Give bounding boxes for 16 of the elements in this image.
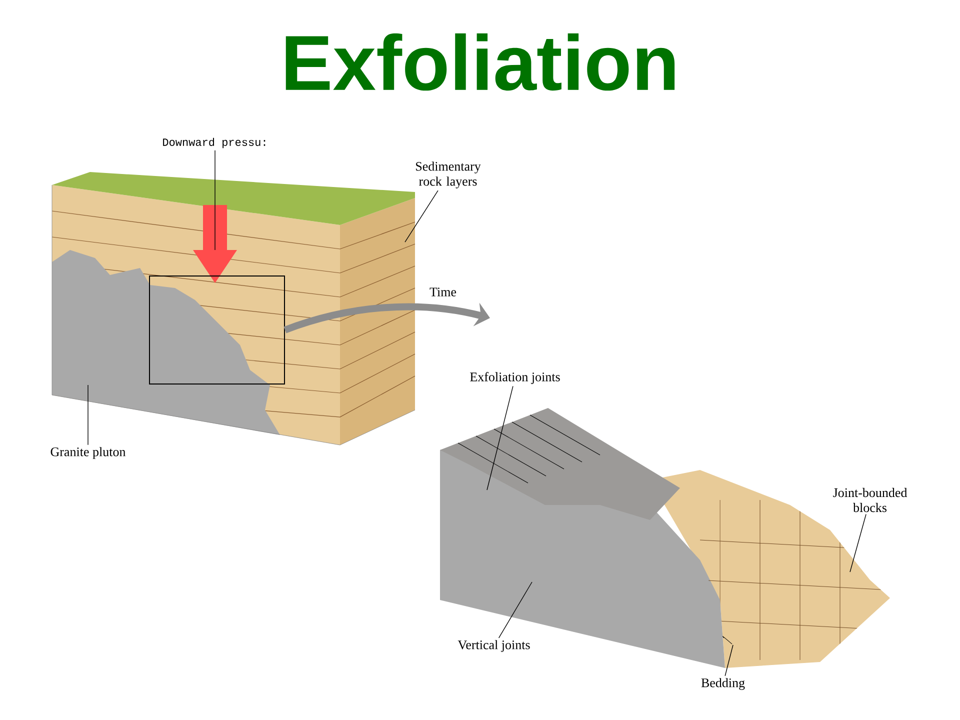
detail-frame [149,276,285,384]
part-label: Granite pluton [50,447,126,459]
part-label: Bedding [701,678,745,690]
title: Exfoliation [286,33,675,91]
part-label: Sedimentary rock layers [416,162,481,188]
leader-line [850,514,866,572]
part-label: Exfoliation joints [470,372,560,384]
part-label: Downward pressu: [163,138,266,148]
part-label: Joint-bounded blocks [833,488,908,512]
edge-label: Time [428,286,458,298]
leader-line [486,386,514,490]
leader-line [498,582,532,638]
leader-line [214,150,216,250]
part-label: Vertical joints [458,640,530,652]
leader-line [724,644,734,676]
leader-line [404,190,438,242]
